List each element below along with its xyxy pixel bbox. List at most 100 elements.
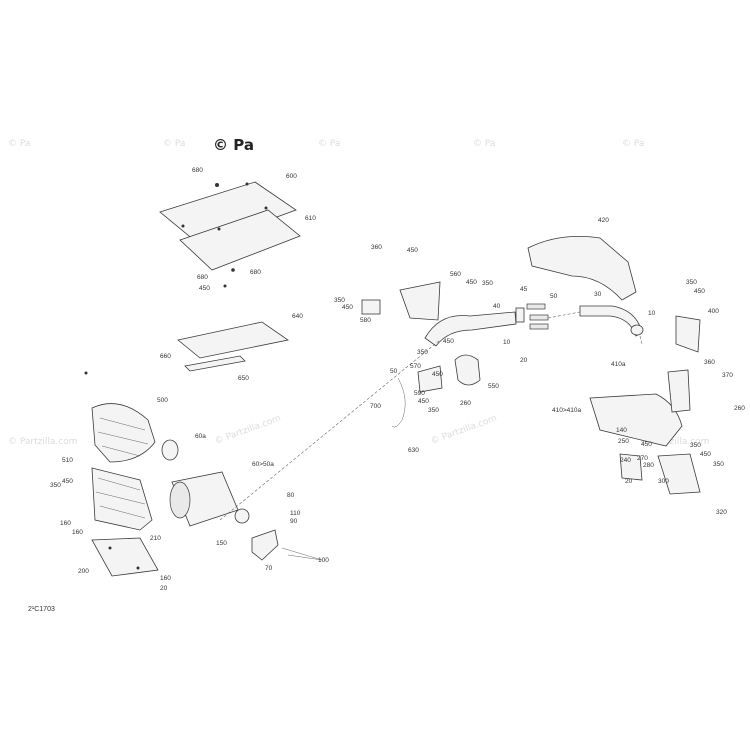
part-number-label: 100 <box>318 557 329 564</box>
part-number-label: 410>410a <box>552 407 581 414</box>
watermark-brand-1: © Partzilla.com <box>8 437 77 447</box>
watermark-top-4: © Pa <box>473 139 495 149</box>
part-number-label: 450 <box>407 247 418 254</box>
part-number-labels: 68060061068068045064066065050060a5103504… <box>50 167 745 592</box>
part-number-label: 10 <box>648 310 656 317</box>
watermark-brand-3: © Partzilla.com <box>430 414 499 447</box>
part-number-label: 500 <box>157 397 168 404</box>
part-number-label: 200 <box>78 568 89 575</box>
part-number-label: 680 <box>197 274 208 281</box>
assembly-lines <box>219 311 643 521</box>
part-number-label: 60>50a <box>252 461 274 468</box>
watermark-big: © Pa <box>213 136 254 154</box>
part-number-label: 270 <box>637 455 648 462</box>
part-number-label: 60a <box>195 433 206 440</box>
part-number-label: 450 <box>199 285 210 292</box>
part-number-label: 400 <box>708 308 719 315</box>
heat-shield-plate <box>177 321 289 372</box>
part-number-label: 680 <box>250 269 261 276</box>
bracket-560 <box>399 281 441 321</box>
bracket-570 <box>391 365 443 428</box>
heat-shield-500 <box>84 371 156 463</box>
part-number-label: 350 <box>690 442 701 449</box>
part-number-label: 700 <box>370 403 381 410</box>
manifold-410 <box>589 369 691 447</box>
sensor-wire-700 <box>391 377 406 428</box>
part-number-label: 240 <box>620 457 631 464</box>
pipe-40 <box>424 311 517 347</box>
part-number-label: 350 <box>428 407 439 414</box>
gasket-45 <box>515 307 525 323</box>
springs-50 <box>515 303 549 330</box>
muffler-60 <box>169 471 250 527</box>
part-number-label: 350 <box>482 280 493 287</box>
part-number-label: 90 <box>290 518 298 525</box>
part-number-label: 350 <box>686 279 697 286</box>
part-number-label: 450 <box>62 478 73 485</box>
muffler-shield-510 <box>91 467 153 531</box>
part-number-label: 450 <box>700 451 711 458</box>
part-number-label: 590 <box>414 390 425 397</box>
bracket-240 <box>619 453 643 481</box>
part-number-label: 350 <box>417 349 428 356</box>
watermark-brand-4: © Partzilla.com <box>640 437 709 447</box>
clamp-60a <box>161 439 179 461</box>
bracket-580 <box>361 299 381 315</box>
part-number-label: 600 <box>286 173 297 180</box>
part-number-label: 210 <box>150 535 161 542</box>
part-number-label: 680 <box>192 167 203 174</box>
part-number-label: 450 <box>466 279 477 286</box>
part-number-label: 110 <box>290 510 301 517</box>
part-number-label: 510 <box>62 457 73 464</box>
bracket-200 <box>91 537 159 577</box>
part-number-label: 320 <box>716 509 727 516</box>
part-number-label: 570 <box>410 363 421 370</box>
part-number-label: 370 <box>722 372 733 379</box>
part-number-label: 350 <box>50 482 61 489</box>
part-number-label: 450 <box>694 288 705 295</box>
part-number-label: 630 <box>408 447 419 454</box>
part-number-label: 150 <box>216 540 227 547</box>
part-number-label: 70 <box>265 565 273 572</box>
shield-550 <box>454 354 481 386</box>
part-number-label: 160 <box>160 575 171 582</box>
part-number-label: 40 <box>493 303 501 310</box>
part-number-label: 30 <box>594 291 602 298</box>
part-number-label: 650 <box>238 375 249 382</box>
skid-plate-600 <box>159 181 297 246</box>
part-number-label: 640 <box>292 313 303 320</box>
part-number-label: 300 <box>658 478 669 485</box>
part-number-label: 280 <box>643 462 654 469</box>
part-number-label: 20 <box>520 357 528 364</box>
watermark-brand-2: © Partzilla.com <box>214 414 283 447</box>
part-number-label: 450 <box>641 441 652 448</box>
part-number-label: 160 <box>72 529 83 536</box>
part-number-label: 660 <box>160 353 171 360</box>
part-number-label: 50 <box>390 368 398 375</box>
part-number-label: 80 <box>287 492 295 499</box>
watermark-top-5: © Pa <box>622 139 644 149</box>
watermark-top-1: © Pa <box>8 139 30 149</box>
part-number-label: 250 <box>618 438 629 445</box>
part-number-label: 580 <box>360 317 371 324</box>
part-number-label: 350 <box>334 297 345 304</box>
part-number-label: 550 <box>488 383 499 390</box>
part-number-label: 450 <box>432 371 443 378</box>
part-number-label: 450 <box>443 338 454 345</box>
bracket-360 <box>667 369 691 413</box>
plate-640 <box>177 321 289 359</box>
part-number-label: 560 <box>450 271 461 278</box>
part-number-label: 360 <box>371 244 382 251</box>
watermark-top-2: © Pa <box>163 139 185 149</box>
part-number-label: 260 <box>734 405 745 412</box>
part-number-label: 160 <box>60 520 71 527</box>
part-number-label: 420 <box>598 217 609 224</box>
bracket-300 <box>619 453 701 495</box>
part-number-label: 450 <box>418 398 429 405</box>
part-number-label: 10 <box>503 339 511 346</box>
watermark-top-3: © Pa <box>318 139 340 149</box>
part-number-label: 20 <box>160 585 168 592</box>
strip-650 <box>184 355 246 372</box>
tailpipe-70 <box>251 529 323 561</box>
